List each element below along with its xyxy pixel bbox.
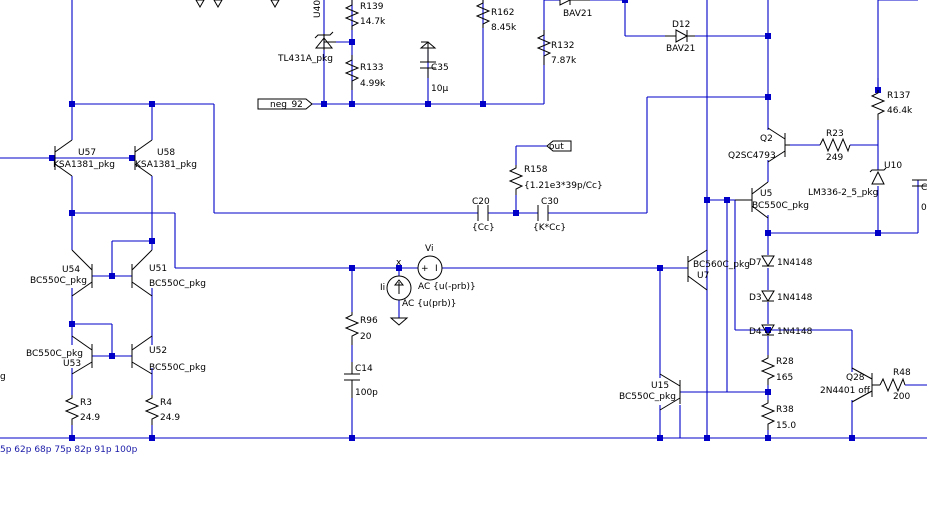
d7-model: 1N4148	[777, 258, 813, 268]
diodes	[559, 0, 887, 336]
wires	[0, 0, 927, 439]
out-tag: out	[546, 140, 572, 152]
r158-value: {1.21e3*39p/Cc}	[524, 181, 603, 191]
r132-name: R132	[551, 41, 574, 51]
d7-name: D7	[749, 258, 762, 268]
d12-name: D12	[672, 20, 690, 30]
neg92-label: neg_92	[270, 100, 303, 110]
resistors	[64, 0, 906, 430]
capacitors	[344, 41, 927, 398]
edge-letter-g: g	[0, 372, 6, 382]
u51-name: U51	[149, 264, 167, 274]
c20-name: C20	[472, 197, 490, 207]
edge-digit-zero: 0	[921, 203, 927, 213]
r133-value: 4.99k	[360, 79, 386, 89]
r96-name: R96	[360, 316, 378, 326]
r137-value: 46.4k	[887, 106, 913, 116]
u57-model: KSA1381_pkg	[53, 160, 115, 170]
r48-value: 200	[893, 392, 910, 402]
d12-model: BAV21	[666, 44, 695, 54]
q28-name: Q28	[846, 373, 865, 383]
ii-ac-value: AC {u(prb)}	[402, 299, 456, 309]
vi-ac-value: AC {u(-prb)}	[418, 282, 476, 292]
u5-name: U5	[760, 189, 772, 199]
edge-letter-c: C	[921, 183, 927, 193]
r162-name: R162	[491, 8, 514, 18]
vi-minus-sign: I	[435, 264, 438, 274]
u53-name: U53	[63, 359, 81, 369]
r4-value: 24.9	[160, 413, 180, 423]
transistors	[54, 127, 880, 411]
u5-model: BC550C_pkg	[752, 201, 809, 211]
r139-name: R139	[360, 2, 384, 12]
r133-name: R133	[360, 63, 383, 73]
out-label: out	[549, 142, 564, 152]
r48-name: R48	[893, 368, 911, 378]
u10-name: U10	[884, 161, 902, 171]
u15-model: BC550C_pkg	[619, 392, 676, 402]
c20-value: {Cc}	[472, 223, 495, 233]
u54-name: U54	[62, 265, 80, 275]
ii-name: Ii	[380, 283, 385, 293]
u7-model: BC560C_pkg	[693, 260, 750, 270]
c35-value: 10µ	[431, 84, 448, 94]
c14-name: C14	[355, 364, 373, 374]
r3-name: R3	[80, 398, 92, 408]
probe-sources: + I	[386, 255, 443, 326]
step-values: 5p 62p 68p 75p 82p 91p 100p	[0, 445, 138, 455]
d4-model: 1N4148	[777, 327, 813, 337]
u54-model: BC550C_pkg	[30, 276, 87, 286]
u15-name: U15	[651, 381, 669, 391]
r162-value: 8.45k	[491, 23, 517, 33]
neg92-tag: neg_92	[257, 98, 313, 110]
r139-value: 14.7k	[360, 17, 386, 27]
q2-model: Q2SC4793	[728, 151, 776, 161]
r28-value: 165	[776, 373, 793, 383]
probe-x-mark: x	[396, 258, 402, 268]
r158-name: R158	[524, 165, 548, 175]
r132-value: 7.87k	[551, 56, 577, 66]
r3-value: 24.9	[80, 413, 100, 423]
vi-plus-sign: +	[421, 264, 429, 274]
c30-value: {K*Cc}	[533, 223, 566, 233]
d3-model: 1N4148	[777, 293, 813, 303]
u57-name: U57	[78, 148, 96, 158]
r38-value: 15.0	[776, 421, 796, 431]
u40-label: U40	[313, 0, 323, 18]
u58-name: U58	[157, 148, 175, 158]
u52-model: BC550C_pkg	[149, 363, 206, 373]
r38-name: R38	[776, 405, 794, 415]
r23-value: 249	[826, 153, 843, 163]
u52-name: U52	[149, 346, 167, 356]
lm336-model: LM336-2_5_pkg	[808, 188, 878, 198]
junctions	[49, 0, 881, 441]
bav21-top-model: BAV21	[563, 9, 592, 19]
u58-model: KSA1381_pkg	[135, 160, 197, 170]
tl431-symbol	[314, 31, 336, 50]
c14-value: 100p	[355, 388, 378, 398]
c30-name: C30	[541, 197, 559, 207]
u7-name: U7	[697, 271, 709, 281]
c35-name: C35	[431, 63, 449, 73]
r28-name: R28	[776, 357, 794, 367]
vi-name: Vi	[425, 244, 433, 254]
d3-name: D3	[749, 293, 762, 303]
r23-name: R23	[826, 129, 844, 139]
q28-model: 2N4401 off	[820, 386, 871, 396]
u51-model: BC550C_pkg	[149, 279, 206, 289]
d4-name: D4	[749, 327, 762, 337]
tl431-model: TL431A_pkg	[277, 54, 333, 64]
ground-triangles-top	[195, 0, 280, 9]
q2-name: Q2	[760, 134, 773, 144]
u53-model: BC550C_pkg	[26, 349, 83, 359]
r4-name: R4	[160, 398, 172, 408]
labels: U40 TL431A_pkg R139 14.7k R133 4.99k R16…	[0, 0, 927, 455]
r137-name: R137	[887, 91, 910, 101]
r96-value: 20	[360, 332, 372, 342]
